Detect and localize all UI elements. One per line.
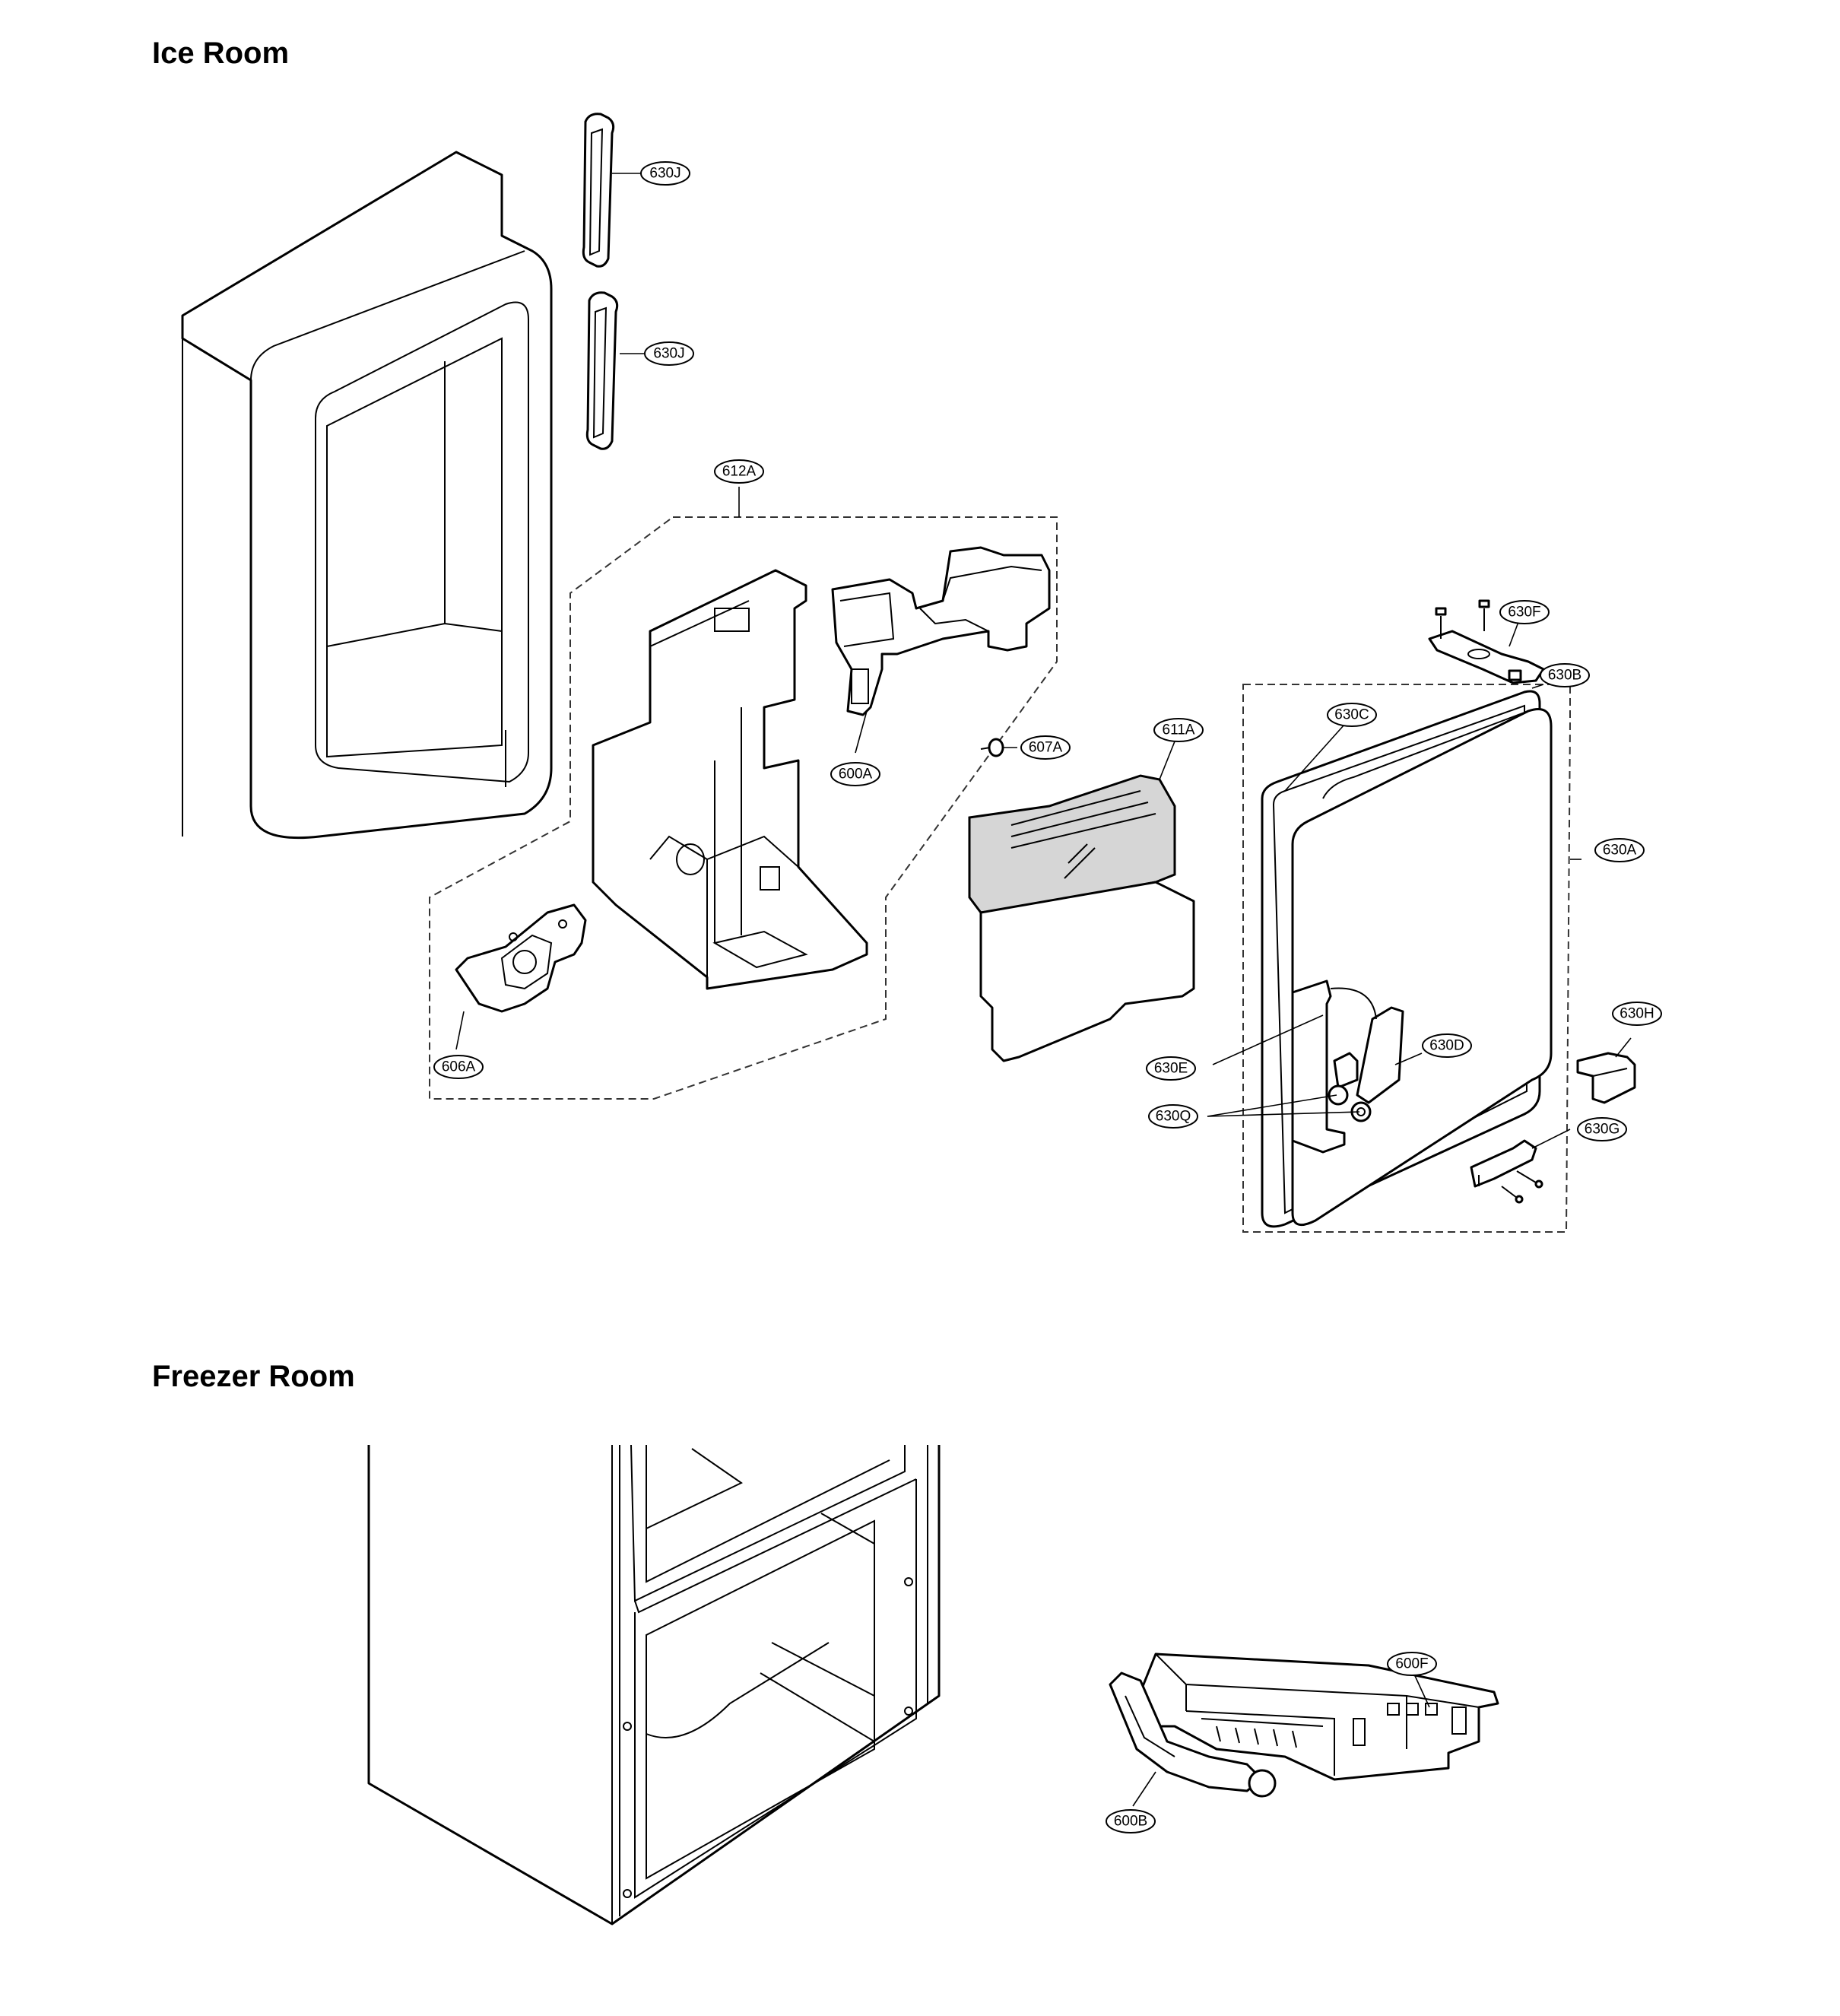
ice-ejector-handle-600b: [1109, 1672, 1277, 1798]
callout-630b: 630B: [1540, 663, 1590, 687]
svg-text:600B: 600B: [1114, 1814, 1147, 1830]
svg-text:630B: 630B: [1548, 668, 1581, 684]
svg-text:630J: 630J: [653, 346, 684, 362]
svg-text:607A: 607A: [1029, 740, 1063, 756]
section-title-ice-room: Ice Room: [152, 37, 290, 70]
callout-630g: 630G: [1577, 1117, 1627, 1141]
callout-630j-top: 630J: [640, 161, 690, 186]
svg-text:630J: 630J: [649, 166, 680, 182]
svg-text:630A: 630A: [1603, 843, 1637, 859]
svg-text:611A: 611A: [1163, 722, 1195, 738]
hinge-bracket-630f: [1428, 599, 1545, 684]
door-hinge-lever: [1291, 979, 1404, 1154]
vent-cover-630j-top: [582, 113, 615, 268]
svg-text:630E: 630E: [1154, 1061, 1188, 1077]
callout-607a: 607A: [1020, 735, 1071, 760]
callout-600a: 600A: [830, 762, 880, 786]
svg-text:600F: 600F: [1395, 1656, 1428, 1672]
callout-606a: 606A: [433, 1055, 484, 1079]
callout-630c: 630C: [1327, 703, 1377, 727]
ice-maker-600a: [831, 546, 1051, 716]
section-title-freezer-room: Freezer Room: [152, 1360, 355, 1393]
svg-text:630H: 630H: [1620, 1006, 1654, 1022]
assembly-boundary-612a: [429, 516, 1058, 1100]
knob-607a: [980, 738, 1004, 757]
svg-text:630F: 630F: [1508, 605, 1540, 621]
ice-bin-cover-611a: [968, 774, 1195, 1062]
auger-motor-606a: [455, 903, 587, 1013]
assembly-boundary-630a: [1242, 684, 1571, 1233]
lower-hinge-630g: [1470, 1139, 1543, 1204]
callout-611a: 611A: [1153, 718, 1204, 742]
callout-630a: 630A: [1594, 838, 1645, 862]
svg-text:630G: 630G: [1585, 1122, 1620, 1138]
svg-text:612A: 612A: [722, 464, 757, 480]
callout-600b: 600B: [1106, 1809, 1156, 1833]
callout-612a: 612A: [714, 459, 764, 484]
callout-630j-bottom: 630J: [644, 341, 694, 366]
vent-cover-630j-bottom: [585, 291, 619, 450]
callout-630d: 630D: [1422, 1033, 1472, 1058]
svg-text:630Q: 630Q: [1156, 1109, 1191, 1125]
callout-630e: 630E: [1146, 1056, 1196, 1081]
door-cap-630h: [1576, 1052, 1636, 1104]
ice-maker-housing: [592, 569, 868, 990]
callout-630q: 630Q: [1148, 1104, 1198, 1129]
ice-room-door-panel: [181, 151, 553, 840]
svg-text:630D: 630D: [1429, 1038, 1464, 1054]
callout-630h: 630H: [1612, 1002, 1662, 1026]
callout-leader-lines-ice: [455, 173, 1632, 1149]
callout-600f: 600F: [1387, 1652, 1437, 1676]
callout-630f: 630F: [1499, 600, 1550, 624]
svg-text:606A: 606A: [442, 1059, 476, 1075]
freezer-cabinet: [367, 1444, 941, 1926]
svg-text:630C: 630C: [1334, 707, 1369, 723]
svg-text:600A: 600A: [839, 767, 873, 783]
